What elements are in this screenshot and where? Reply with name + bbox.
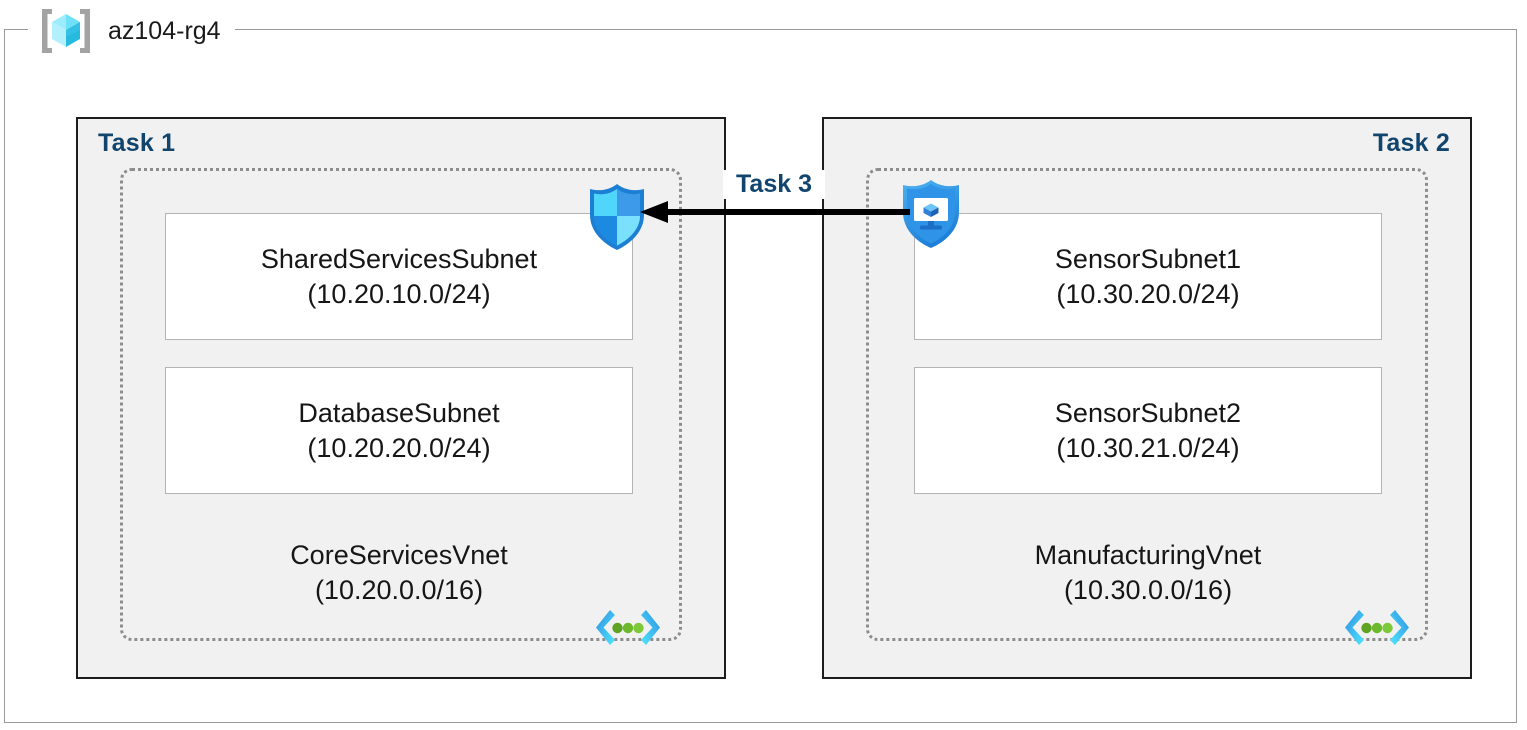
task-3-label: Task 3 bbox=[723, 170, 825, 199]
subnet-name: SensorSubnet1 bbox=[1054, 243, 1242, 274]
subnet-cidr: (10.30.21.0/24) bbox=[1056, 432, 1240, 463]
corservicesvnet-boundary bbox=[120, 168, 682, 641]
network-security-group-shield-icon bbox=[590, 184, 644, 250]
subnet-name: DatabaseSubnet bbox=[298, 397, 500, 428]
resource-group-name: az104-rg4 bbox=[108, 16, 221, 45]
subnet-cidr: (10.20.10.0/24) bbox=[307, 278, 491, 309]
vnet-1-caption: CoreServicesVnet (10.20.0.0/16) bbox=[164, 538, 634, 607]
manufacturingvnet-boundary bbox=[866, 168, 1428, 641]
resource-group-cube-icon bbox=[42, 9, 90, 53]
subnet-databasesubnet: DatabaseSubnet (10.20.20.0/24) bbox=[165, 367, 633, 494]
subnet-cidr: (10.30.20.0/24) bbox=[1056, 278, 1240, 309]
subnet-sensorsubnet1: SensorSubnet1 (10.30.20.0/24) bbox=[914, 213, 1382, 340]
task-2-label: Task 2 bbox=[1372, 129, 1450, 157]
subnet-sharedservicessubnet: SharedServicesSubnet (10.20.10.0/24) bbox=[165, 213, 633, 340]
task-1-label: Task 1 bbox=[98, 129, 176, 157]
resource-group-frame bbox=[4, 29, 1517, 723]
subnet-sensorsubnet2: SensorSubnet2 (10.30.21.0/24) bbox=[914, 367, 1382, 494]
virtual-network-icon bbox=[596, 610, 660, 645]
vnet-name: CoreServicesVnet bbox=[290, 540, 508, 570]
subnet-name: SensorSubnet2 bbox=[1054, 397, 1242, 428]
vnet-cidr: (10.20.0.0/16) bbox=[314, 574, 484, 605]
left-arrow-connector bbox=[640, 201, 910, 223]
vnet-2-caption: ManufacturingVnet (10.30.0.0/16) bbox=[913, 538, 1383, 607]
subnet-name: SharedServicesSubnet bbox=[260, 243, 538, 274]
vnet-name: ManufacturingVnet bbox=[1034, 540, 1262, 570]
subnet-cidr: (10.20.20.0/24) bbox=[307, 432, 491, 463]
virtual-network-icon bbox=[1345, 610, 1409, 645]
vnet-cidr: (10.30.0.0/16) bbox=[1063, 574, 1233, 605]
resource-group-header: az104-rg4 bbox=[28, 0, 235, 62]
bastion-protected-vm-shield-icon bbox=[903, 180, 959, 248]
